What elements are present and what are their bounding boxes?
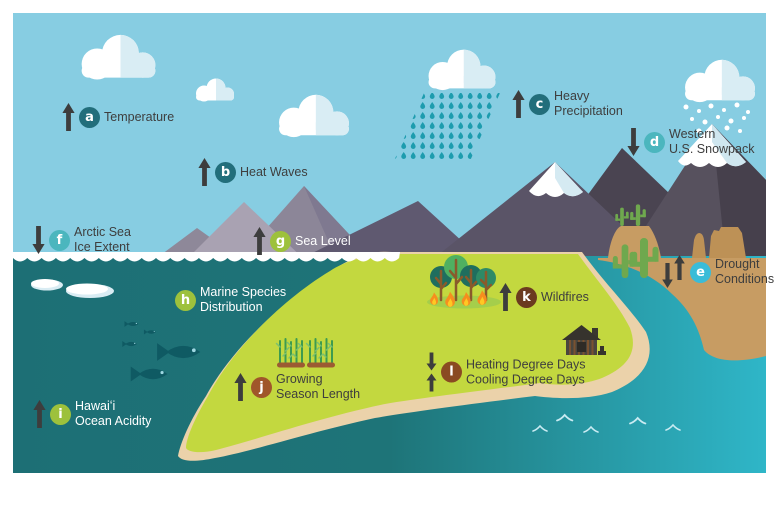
letter-badge: g <box>270 230 291 252</box>
indicator-western-us-snowpack: d Western U.S. Snowpack <box>627 127 754 157</box>
indicator-drought-conditions: e Drought Conditions <box>662 253 774 291</box>
letter-badge: l <box>441 361 462 383</box>
indicator-label: Heating Degree Days Cooling Degree Days <box>466 357 586 386</box>
indicator-arctic-sea-ice: f Arctic Sea Ice Extent <box>32 225 131 255</box>
indicator-marine-species: h Marine Species Distribution <box>175 285 286 315</box>
letter-badge: i <box>50 403 71 425</box>
indicator-hawaii-ocean-acidity: i Hawaiʻi Ocean Acidity <box>33 399 151 429</box>
letter-badge: k <box>516 286 537 308</box>
ice-floe-icon <box>31 279 114 298</box>
letter-badge: d <box>644 131 665 153</box>
indicator-label: Temperature <box>104 109 175 124</box>
waterline <box>13 252 400 262</box>
up-arrow-icon <box>253 227 266 255</box>
rain-icon <box>394 93 500 161</box>
indicator-label: Sea Level <box>295 233 351 248</box>
mesa-icon <box>709 227 746 258</box>
indicator-label: Arctic Sea Ice Extent <box>74 225 131 254</box>
mesa-icon <box>692 233 706 258</box>
letter-badge: h <box>175 289 196 311</box>
indicator-label: Growing Season Length <box>276 372 361 401</box>
up-arrow-icon <box>512 90 525 118</box>
indicator-wildfires: k Wildfires <box>499 283 589 311</box>
desert <box>598 204 766 361</box>
letter-badge: e <box>690 261 711 283</box>
down-arrow-icon <box>32 226 45 254</box>
indicator-label: Western U.S. Snowpack <box>669 127 755 156</box>
up-arrow-icon <box>198 158 211 186</box>
indicator-heavy-precipitation: c Heavy Precipitation <box>512 89 623 119</box>
indicator-degree-days: l Heating Degree Days Cooling Degree Day… <box>426 352 586 392</box>
indicator-temperature: a Temperature <box>62 103 174 131</box>
letter-badge: b <box>215 161 236 183</box>
indicator-label: Wildfires <box>541 289 589 304</box>
burning-trees-icon <box>427 255 501 309</box>
indicator-growing-season: j Growing Season Length <box>234 372 360 402</box>
down-up-arrows-icon <box>426 352 437 392</box>
indicator-sea-level: g Sea Level <box>253 227 351 255</box>
up-arrow-icon <box>234 373 247 401</box>
down-arrow-icon <box>627 128 640 156</box>
snowfall-icon <box>683 102 750 135</box>
indicator-label: Drought Conditions <box>715 257 775 286</box>
letter-badge: a <box>79 106 100 128</box>
crops-icon <box>275 338 335 368</box>
indicator-label: Heavy Precipitation <box>554 89 623 118</box>
up-arrow-icon <box>62 103 75 131</box>
down-up-arrows-icon <box>662 255 685 288</box>
indicator-heat-waves: b Heat Waves <box>198 158 308 186</box>
indicator-label: Hawaiʻi Ocean Acidity <box>75 399 152 428</box>
indicator-label: Heat Waves <box>240 164 308 179</box>
indicator-label: Marine Species Distribution <box>200 285 287 314</box>
letter-badge: f <box>49 229 70 251</box>
up-arrow-icon <box>499 283 512 311</box>
letter-badge: c <box>529 93 550 115</box>
house-icon <box>562 325 606 355</box>
letter-badge: j <box>251 376 272 398</box>
up-arrow-icon <box>33 400 46 428</box>
